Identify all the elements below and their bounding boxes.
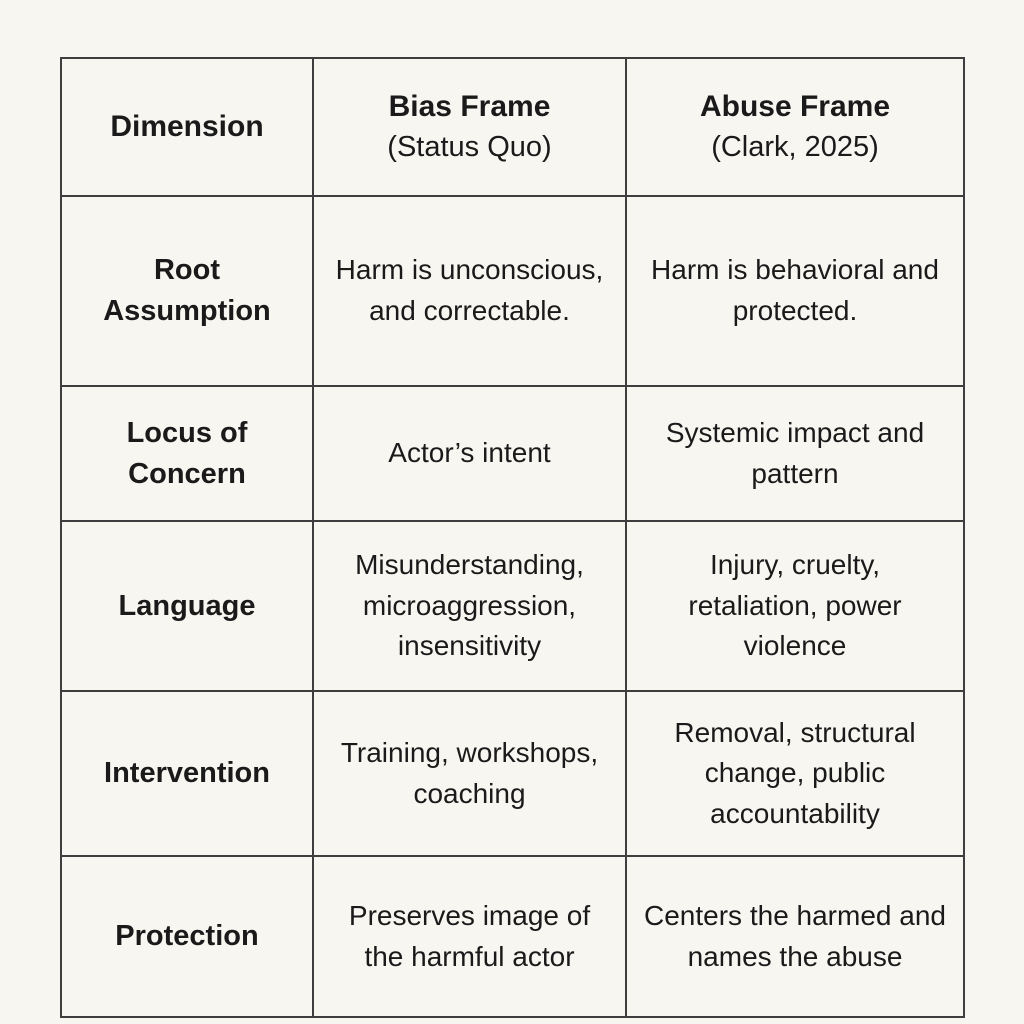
column-title: Bias Frame [388,90,551,124]
column-subtitle: (Status Quo) [387,130,552,163]
table-row-locus-of-concern: Locus of Concern Actor’s intent Systemic… [60,385,965,522]
bias-frame-cell: Misunderstanding, microaggression, insen… [312,520,627,692]
bias-frame-cell: Actor’s intent [312,385,627,522]
table-row-intervention: Intervention Training, workshops, coachi… [60,690,965,857]
row-label-cell: Protection [60,855,314,1018]
abuse-frame-cell: Systemic impact and pattern [625,385,965,522]
header-cell-bias-frame: Bias Frame (Status Quo) [312,57,627,197]
abuse-frame-cell: Removal, structural change, public accou… [625,690,965,857]
comparison-table: Dimension Bias Frame (Status Quo) Abuse … [60,57,965,1018]
abuse-frame-cell: Harm is behavioral and protected. [625,195,965,387]
header-cell-abuse-frame: Abuse Frame (Clark, 2025) [625,57,965,197]
column-title: Dimension [110,109,264,143]
table-header-row: Dimension Bias Frame (Status Quo) Abuse … [60,57,965,197]
bias-frame-cell: Harm is unconscious, and correctable. [312,195,627,387]
abuse-frame-cell: Centers the harmed and names the abuse [625,855,965,1018]
row-label-cell: Root Assumption [60,195,314,387]
table-row-root-assumption: Root Assumption Harm is unconscious, and… [60,195,965,387]
row-label-cell: Locus of Concern [60,385,314,522]
table-row-language: Language Misunderstanding, microaggressi… [60,520,965,692]
bias-frame-cell: Preserves image of the harmful actor [312,855,627,1018]
column-subtitle: (Clark, 2025) [711,130,879,163]
table-row-protection: Protection Preserves image of the harmfu… [60,855,965,1018]
row-label-cell: Language [60,520,314,692]
bias-vs-abuse-frame-table: Dimension Bias Frame (Status Quo) Abuse … [60,57,965,1018]
bias-frame-cell: Training, workshops, coaching [312,690,627,857]
row-label-cell: Intervention [60,690,314,857]
header-cell-dimension: Dimension [60,57,314,197]
column-title: Abuse Frame [699,90,891,124]
abuse-frame-cell: Injury, cruelty, retaliation, power viol… [625,520,965,692]
